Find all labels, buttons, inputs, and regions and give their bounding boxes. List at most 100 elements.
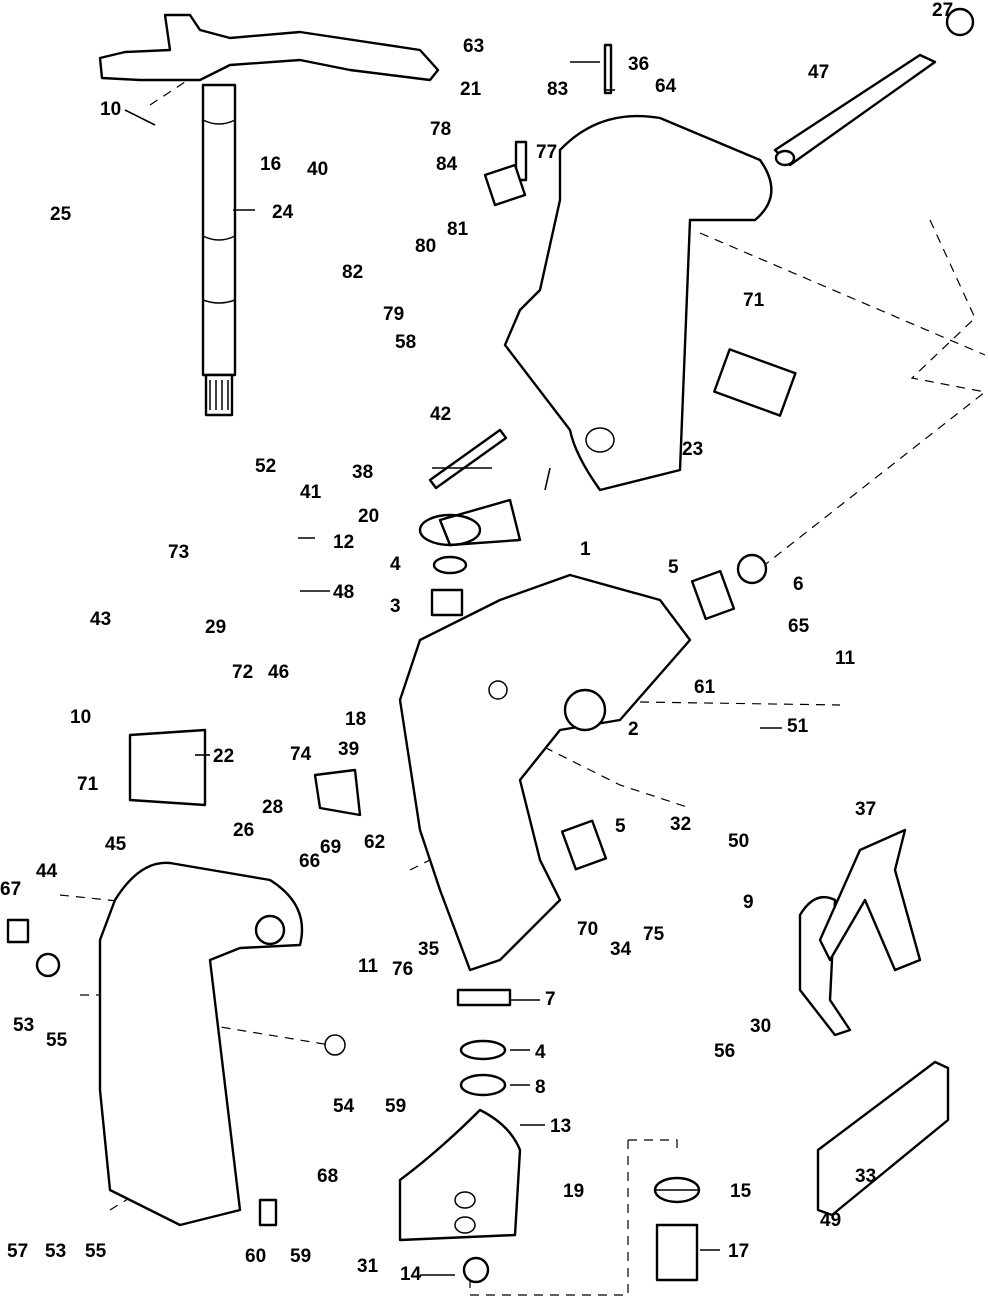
callout-55b: 55 xyxy=(85,1241,107,1262)
callout-41: 41 xyxy=(300,482,322,503)
callout-75: 75 xyxy=(643,924,665,945)
callout-37: 37 xyxy=(855,799,876,820)
callout-36: 36 xyxy=(628,54,649,75)
callout-15: 15 xyxy=(730,1181,752,1202)
callout-33: 33 xyxy=(855,1166,876,1187)
callout-61: 61 xyxy=(694,677,716,698)
callout-5b: 5 xyxy=(615,816,626,837)
callout-67: 67 xyxy=(0,879,21,900)
callout-leaders xyxy=(124,61,782,1276)
callout-8: 8 xyxy=(535,1077,546,1098)
callout-24: 24 xyxy=(272,202,294,223)
callout-55a: 55 xyxy=(46,1030,68,1051)
callout-54: 54 xyxy=(333,1096,355,1117)
callout-53a: 53 xyxy=(13,1015,34,1036)
callout-23: 23 xyxy=(682,439,703,460)
callout-9: 9 xyxy=(743,892,754,913)
callout-45: 45 xyxy=(105,834,127,855)
callout-56: 56 xyxy=(714,1041,735,1062)
callout-40: 40 xyxy=(307,159,328,180)
callout-3: 3 xyxy=(390,596,401,617)
callout-76: 76 xyxy=(392,959,413,980)
tilt-lever xyxy=(798,828,922,1037)
callout-16: 16 xyxy=(260,154,281,175)
callout-2: 2 xyxy=(628,719,639,740)
callout-52: 52 xyxy=(255,456,276,477)
tilt-tube xyxy=(773,7,975,167)
callout-59b: 59 xyxy=(290,1246,311,1267)
callout-69: 69 xyxy=(320,837,341,858)
callout-34: 34 xyxy=(610,939,632,960)
callout-21: 21 xyxy=(460,79,482,100)
stern-bracket-lower xyxy=(98,861,304,1227)
callout-4a: 4 xyxy=(390,554,401,575)
callout-32: 32 xyxy=(670,814,691,835)
callout-43: 43 xyxy=(90,609,111,630)
callout-17: 17 xyxy=(728,1241,749,1262)
callout-47: 47 xyxy=(808,62,829,83)
callout-29: 29 xyxy=(205,617,226,638)
trim-block xyxy=(816,1060,950,1217)
callout-44: 44 xyxy=(36,861,58,882)
callout-14: 14 xyxy=(400,1264,422,1285)
callout-4b: 4 xyxy=(535,1042,546,1063)
callout-64: 64 xyxy=(655,76,677,97)
callout-1: 1 xyxy=(580,539,591,560)
callout-26: 26 xyxy=(233,820,254,841)
callout-63: 63 xyxy=(463,36,484,57)
callout-35: 35 xyxy=(418,939,440,960)
callout-7: 7 xyxy=(545,989,556,1010)
callout-82: 82 xyxy=(342,262,363,283)
callout-22: 22 xyxy=(213,746,234,767)
callout-53b: 53 xyxy=(45,1241,66,1262)
callout-80: 80 xyxy=(415,236,436,257)
callout-84: 84 xyxy=(436,154,458,175)
callout-68: 68 xyxy=(317,1166,338,1187)
callout-5a: 5 xyxy=(668,557,679,578)
steering-arm-and-shaft xyxy=(98,13,440,417)
callout-28: 28 xyxy=(262,797,283,818)
callout-27: 27 xyxy=(932,0,953,21)
callout-12: 12 xyxy=(333,532,354,553)
callout-72: 72 xyxy=(232,662,253,683)
callout-65: 65 xyxy=(788,616,810,637)
callout-20: 20 xyxy=(358,506,379,527)
callout-48: 48 xyxy=(333,582,354,603)
callout-57: 57 xyxy=(7,1241,28,1262)
hardware-parts xyxy=(6,43,797,1284)
callout-11a: 11 xyxy=(835,648,856,669)
callout-73: 73 xyxy=(168,542,189,563)
callout-71a: 71 xyxy=(743,290,765,311)
callout-30: 30 xyxy=(750,1016,771,1037)
callout-58: 58 xyxy=(395,332,416,353)
callout-10b: 10 xyxy=(70,707,91,728)
callout-66: 66 xyxy=(299,851,320,872)
callout-6: 6 xyxy=(793,574,804,595)
callout-79: 79 xyxy=(383,304,404,325)
callout-81: 81 xyxy=(447,219,469,240)
callout-59a: 59 xyxy=(385,1096,406,1117)
callout-62: 62 xyxy=(364,832,385,853)
callout-74: 74 xyxy=(290,744,312,765)
callout-31: 31 xyxy=(357,1256,379,1277)
callout-49: 49 xyxy=(820,1210,841,1231)
callout-77: 77 xyxy=(536,142,557,163)
callout-13: 13 xyxy=(550,1116,571,1137)
callout-18: 18 xyxy=(345,709,366,730)
swivel-bracket xyxy=(398,573,692,972)
callout-78: 78 xyxy=(430,119,451,140)
callout-83: 83 xyxy=(547,79,568,100)
callout-60: 60 xyxy=(245,1246,266,1267)
callout-51: 51 xyxy=(787,716,809,737)
callout-71b: 71 xyxy=(77,774,99,795)
callout-10a: 10 xyxy=(100,99,121,120)
callout-38: 38 xyxy=(352,462,373,483)
callout-42: 42 xyxy=(430,404,451,425)
callout-labels: 1 2 3 4 4 5 5 6 7 8 9 10 10 11 11 12 13 … xyxy=(0,0,953,1285)
callout-50: 50 xyxy=(728,831,749,852)
callout-46: 46 xyxy=(268,662,289,683)
callout-19: 19 xyxy=(563,1181,584,1202)
stern-bracket-upper xyxy=(503,114,773,492)
